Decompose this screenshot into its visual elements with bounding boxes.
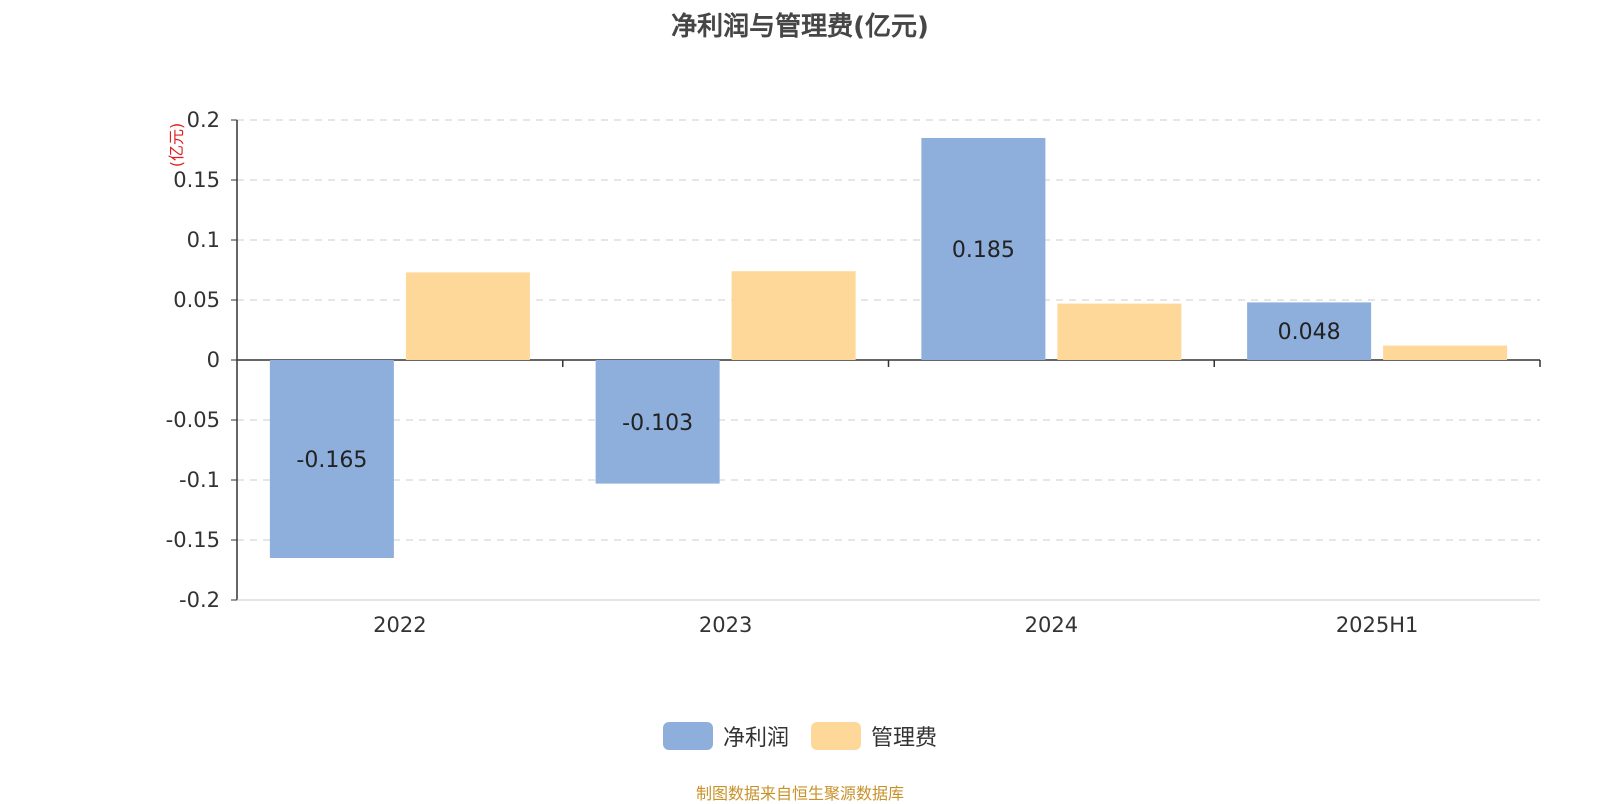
bar-admin-expense — [1057, 303, 1182, 360]
y-tick-label: 0.2 — [187, 108, 220, 132]
legend-label-net-profit: 净利润 — [722, 726, 789, 751]
data-label: -0.165 — [296, 448, 367, 473]
y-tick-label: -0.15 — [166, 528, 220, 552]
data-label: 0.048 — [1278, 320, 1341, 345]
bar-admin-expense — [1383, 345, 1508, 360]
legend: 净利润 管理费 — [0, 720, 1600, 752]
y-tick-label: -0.2 — [179, 588, 220, 612]
legend-label-admin-expense: 管理费 — [871, 726, 938, 751]
chart-title: 净利润与管理费(亿元) — [671, 12, 929, 42]
y-tick-label: -0.1 — [179, 468, 220, 492]
data-label: 0.185 — [952, 238, 1015, 263]
legend-item-net-profit[interactable]: 净利润 — [662, 720, 789, 752]
x-tick-label: 2022 — [373, 613, 426, 637]
legend-swatch-admin-expense — [811, 722, 861, 750]
x-tick-label: 2023 — [699, 613, 752, 637]
y-axis-label: (亿元) — [167, 123, 186, 168]
legend-item-admin-expense[interactable]: 管理费 — [811, 720, 937, 752]
bar-layer — [269, 138, 1508, 558]
label-layer: -0.165 -0.103 0.185 0.048 — [296, 238, 1340, 473]
bar-net-profit — [1247, 302, 1372, 360]
x-tick-label: 2025H1 — [1336, 613, 1419, 637]
y-tick-label: 0.15 — [173, 168, 220, 192]
bar-admin-expense — [731, 271, 856, 360]
bar-net-profit — [269, 360, 394, 558]
y-tick-label: 0.05 — [173, 288, 220, 312]
bar-admin-expense — [405, 272, 530, 360]
bar-chart: -0.2 -0.15 -0.1 -0.05 0 0.05 0.1 0.15 0.2 2022 202… — [166, 108, 1541, 637]
y-tick-label: 0 — [207, 348, 220, 372]
y-tick-label: -0.05 — [166, 408, 220, 432]
legend-swatch-net-profit — [662, 722, 713, 750]
source-footnote: 制图数据来自恒生聚源数据库 — [695, 784, 904, 803]
bar-net-profit — [921, 138, 1046, 360]
data-label: -0.103 — [622, 411, 693, 436]
y-tick-label: 0.1 — [187, 228, 220, 252]
bar-net-profit — [595, 360, 720, 484]
x-tick-label: 2024 — [1025, 613, 1078, 637]
